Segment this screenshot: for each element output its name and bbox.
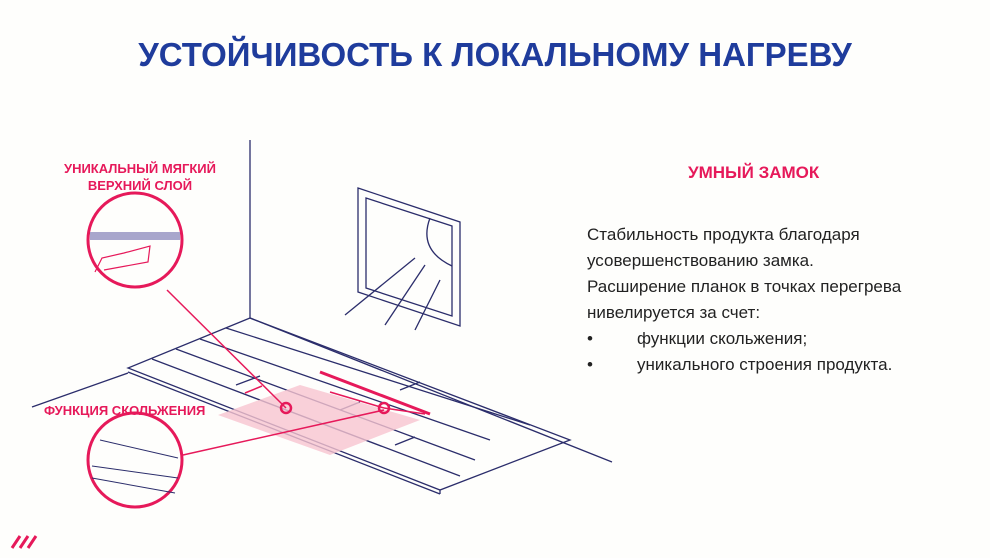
bullet-item: •функции скольжения;	[587, 329, 808, 348]
bullet-item: •уникального строения продукта.	[587, 355, 893, 374]
label-sliding: ФУНКЦИЯ СКОЛЬЖЕНИЯ	[44, 403, 206, 418]
window	[357, 187, 461, 327]
zoom-circle-top	[86, 191, 184, 289]
wall-floor-edge	[249, 317, 613, 463]
page-title: УСТОЙЧИВОСТЬ К ЛОКАЛЬНОМУ НАГРЕВУ	[138, 36, 852, 73]
heat-zone	[218, 385, 420, 455]
zoom-circle-bottom	[86, 411, 184, 509]
label-soft-layer: УНИКАЛЬНЫЙ МЯГКИЙ ВЕРХНИЙ СЛОЙ	[63, 161, 216, 193]
description: Стабильность продукта благодаря усоверше…	[587, 222, 957, 378]
subtitle: УМНЫЙ ЗАМОК	[688, 163, 820, 182]
logo-icon	[10, 535, 38, 549]
para2: Расширение планок в точках перегрева нив…	[587, 277, 902, 322]
para1: Стабильность продукта благодаря усоверше…	[587, 225, 860, 270]
